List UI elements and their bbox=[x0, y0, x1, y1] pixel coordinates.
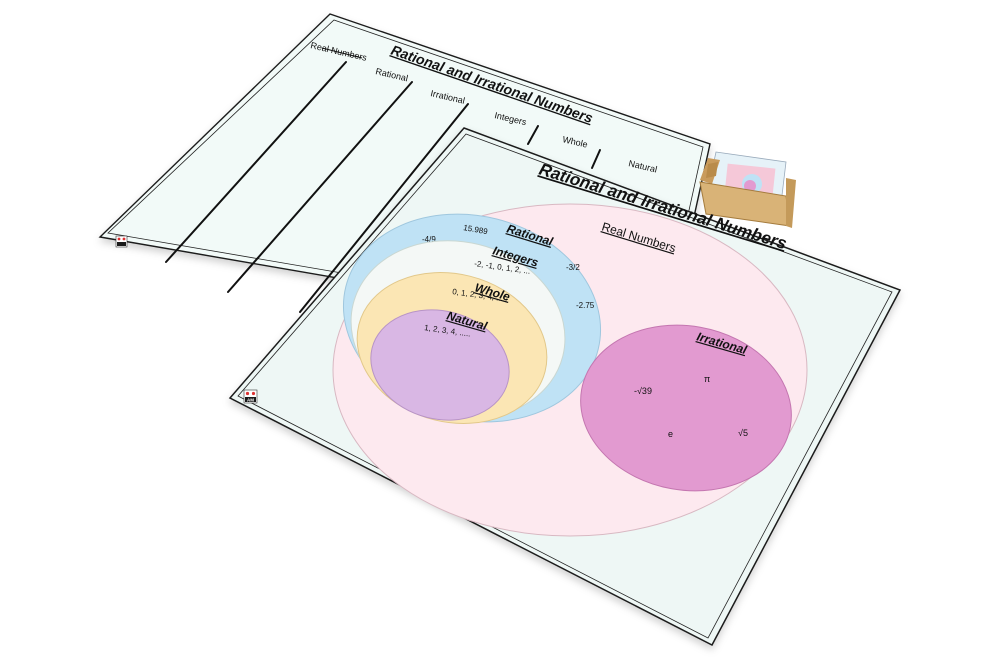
rational-example-1: 15.989 bbox=[463, 223, 489, 236]
front-logo: AM bbox=[243, 389, 258, 404]
back-logo bbox=[115, 235, 128, 248]
back-chart: Rational and Irrational Numbers Real Num… bbox=[98, 13, 711, 336]
card-box bbox=[699, 151, 796, 228]
irrational-example-e: e bbox=[668, 429, 673, 439]
front-logo-text: AM bbox=[247, 398, 254, 403]
rational-example-2: -4/9 bbox=[422, 235, 436, 244]
irrational-example-root5: √5 bbox=[738, 428, 748, 438]
irrational-example-root39: -√39 bbox=[634, 386, 652, 396]
natural-region bbox=[370, 309, 510, 421]
back-chart-dividers bbox=[165, 61, 601, 313]
irrational-example-pi: π bbox=[704, 374, 710, 384]
rational-example-3: -3/2 bbox=[566, 263, 580, 272]
irrational-region bbox=[580, 324, 792, 492]
rational-example-4: -2.75 bbox=[576, 301, 595, 310]
